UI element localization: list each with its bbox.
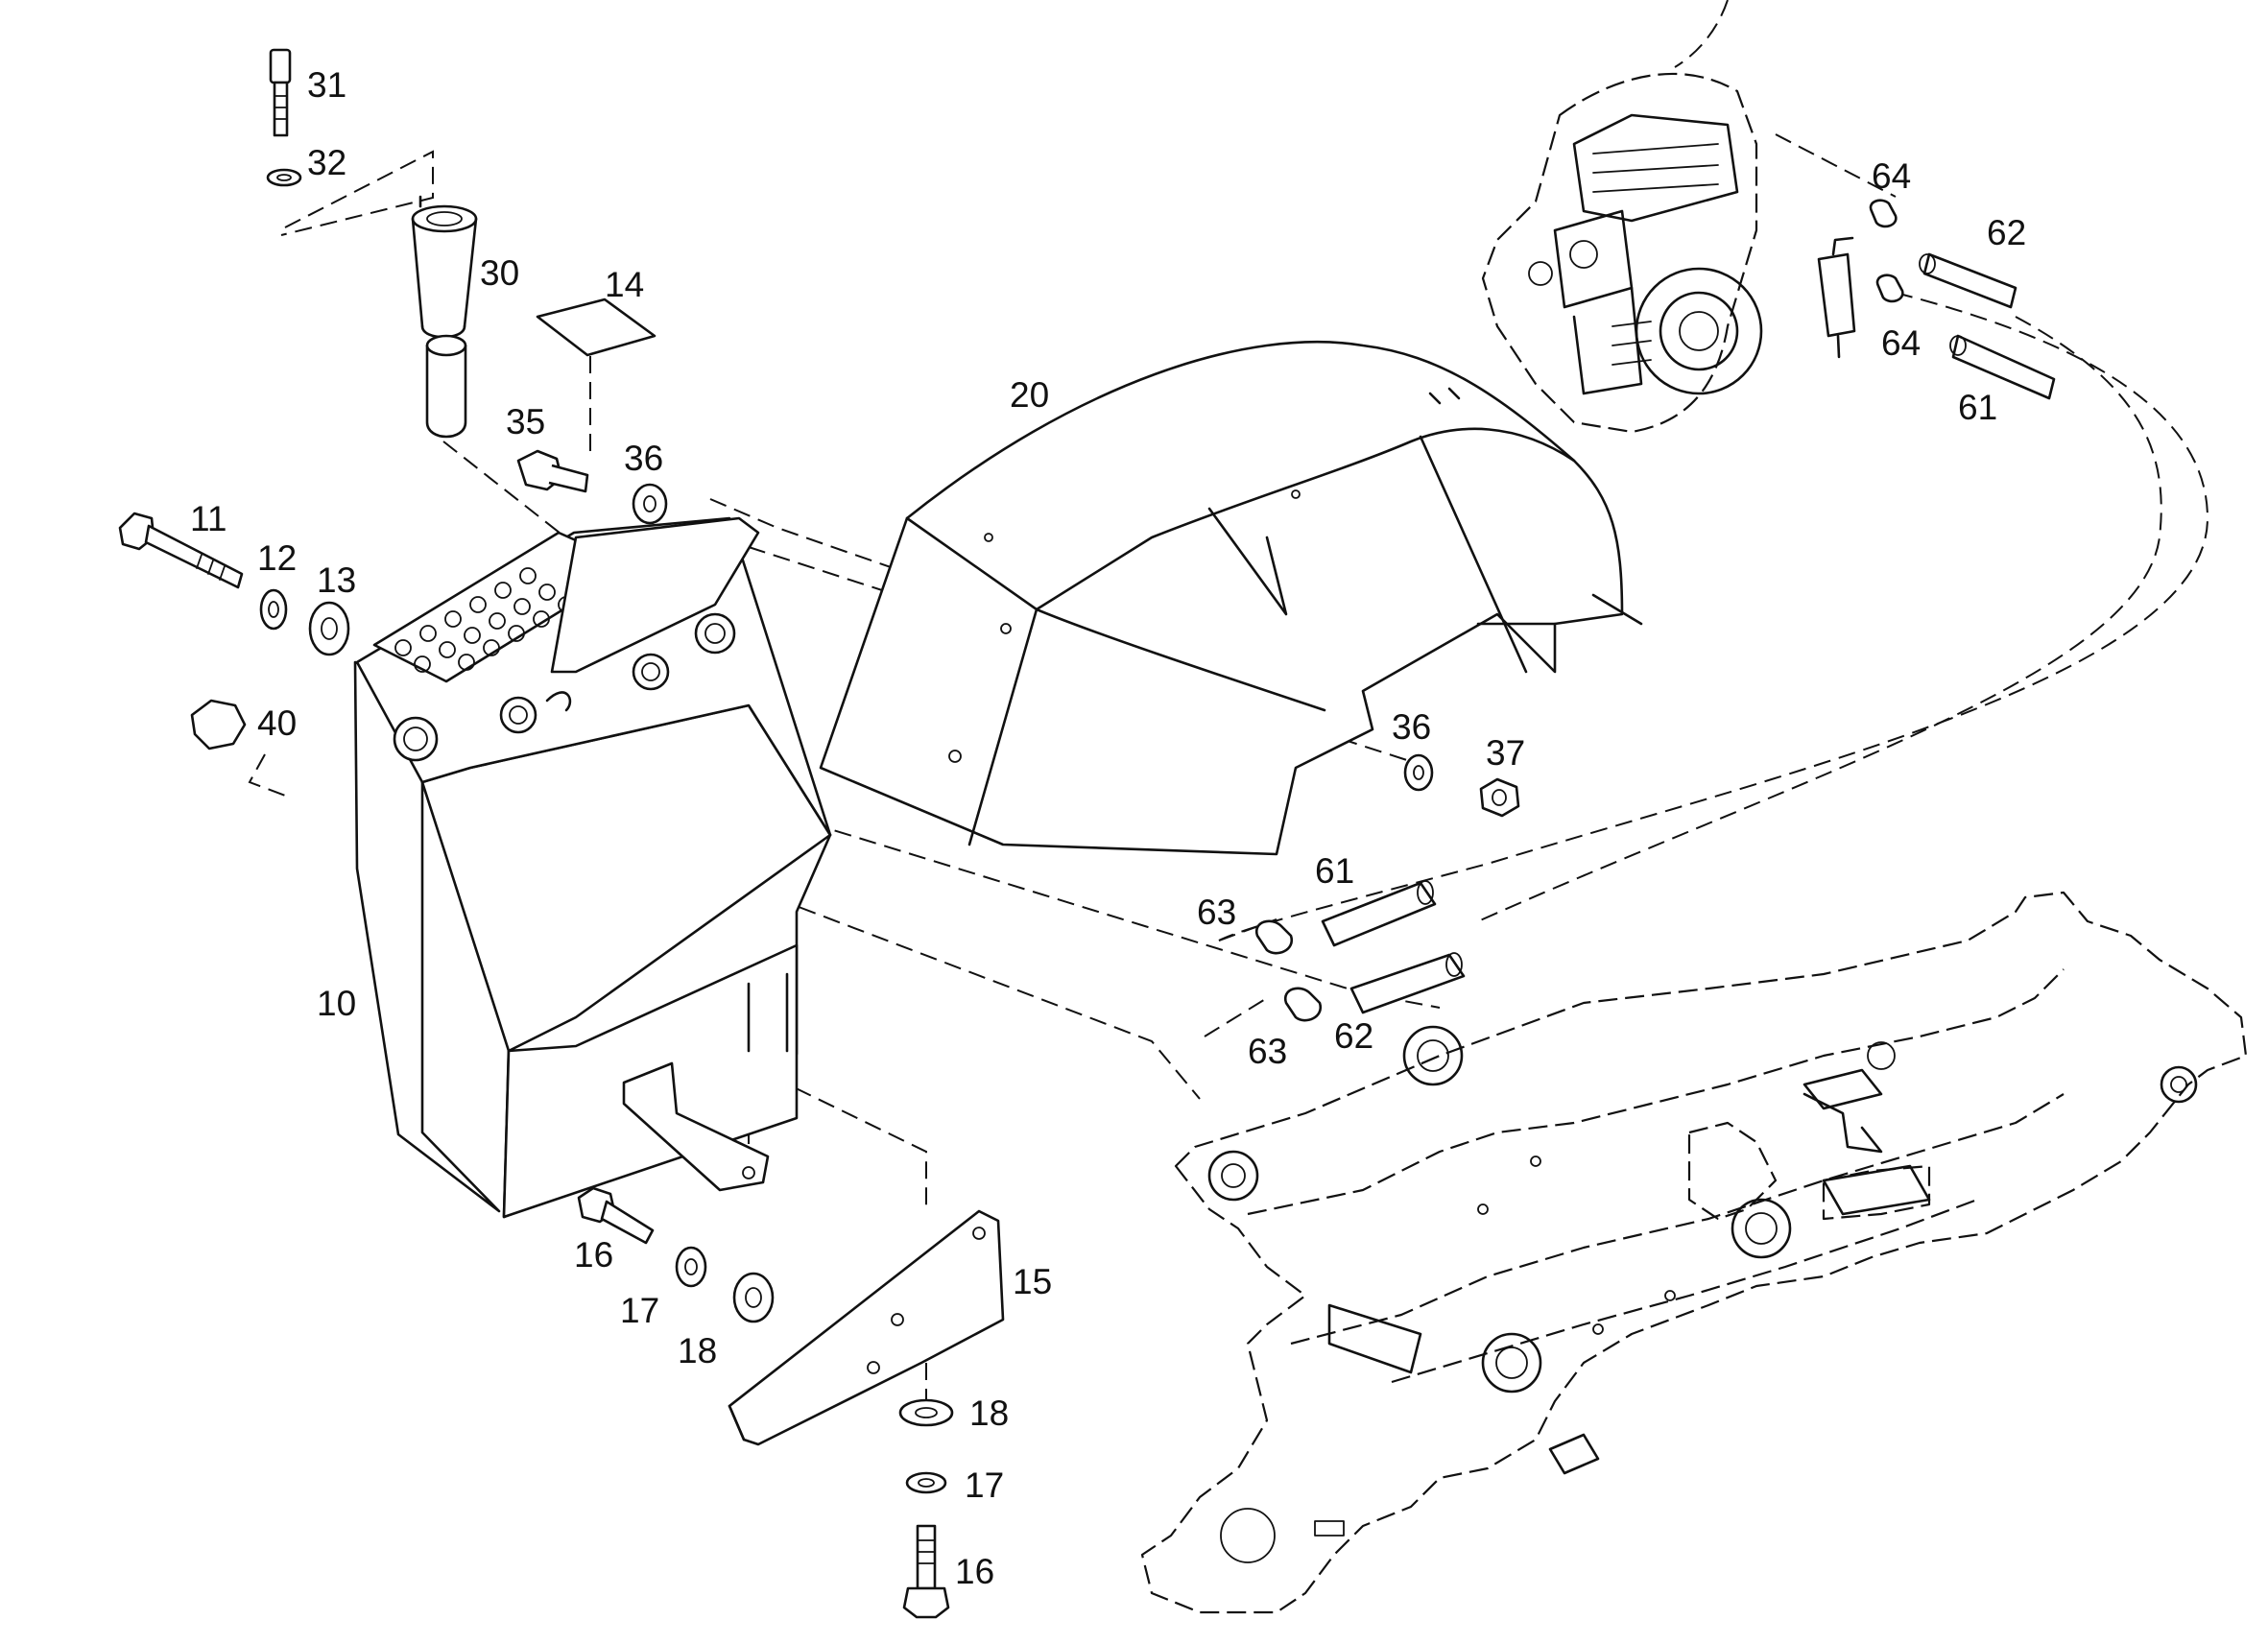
nut-and-washer-right — [1403, 753, 1520, 818]
callout-14: 14 — [605, 265, 644, 304]
callout-18: 18 — [969, 1394, 1009, 1433]
filler-pipe — [411, 195, 478, 439]
callout-35: 35 — [506, 402, 545, 441]
callout-37: 37 — [1486, 733, 1525, 773]
tank-cap-40 — [190, 699, 247, 751]
callout-11: 11 — [190, 499, 227, 538]
hose-assembly-upper — [1817, 199, 2056, 400]
callout-17: 17 — [620, 1291, 659, 1330]
callout-16: 16 — [574, 1235, 613, 1275]
callout-36: 36 — [624, 439, 663, 478]
callout-40: 40 — [257, 703, 297, 743]
perforation-pattern — [394, 567, 600, 673]
machine-frame-reference — [1140, 891, 2248, 1614]
hose-assembly-lower — [1254, 880, 1466, 1022]
callout-64: 64 — [1881, 323, 1921, 363]
bolt-31 — [266, 48, 302, 187]
callout-labels: 31 32 30 14 20 35 36 11 12 13 40 10 36 3… — [190, 65, 2026, 1591]
callout-20: 20 — [1010, 375, 1049, 415]
callout-13: 13 — [317, 560, 356, 600]
callout-62: 62 — [1334, 1016, 1373, 1056]
callout-15: 15 — [1013, 1262, 1052, 1301]
callout-17: 17 — [965, 1465, 1004, 1505]
callout-16: 16 — [955, 1552, 994, 1591]
callout-64: 64 — [1872, 156, 1911, 196]
callout-10: 10 — [317, 984, 356, 1023]
bolt-16-lower — [898, 1398, 954, 1619]
callout-63: 63 — [1197, 893, 1236, 932]
callout-12: 12 — [257, 538, 297, 578]
callout-61: 61 — [1315, 851, 1354, 891]
bracket-15 — [728, 1209, 1005, 1446]
bolt-16-upper — [577, 1186, 775, 1323]
callout-18: 18 — [678, 1331, 717, 1370]
callout-31: 31 — [307, 65, 346, 105]
bolt-11 — [118, 512, 350, 656]
callout-32: 32 — [307, 143, 346, 182]
callout-62: 62 — [1987, 213, 2026, 252]
fuel-tank — [353, 516, 832, 1219]
callout-63: 63 — [1248, 1032, 1287, 1071]
engine-reference — [1481, 72, 1763, 434]
callout-61: 61 — [1958, 388, 1997, 427]
decal-label-14 — [536, 298, 657, 357]
callout-36: 36 — [1392, 707, 1431, 747]
callout-30: 30 — [480, 253, 519, 293]
bolt-35 — [516, 449, 668, 525]
cover-panel — [819, 340, 1643, 856]
